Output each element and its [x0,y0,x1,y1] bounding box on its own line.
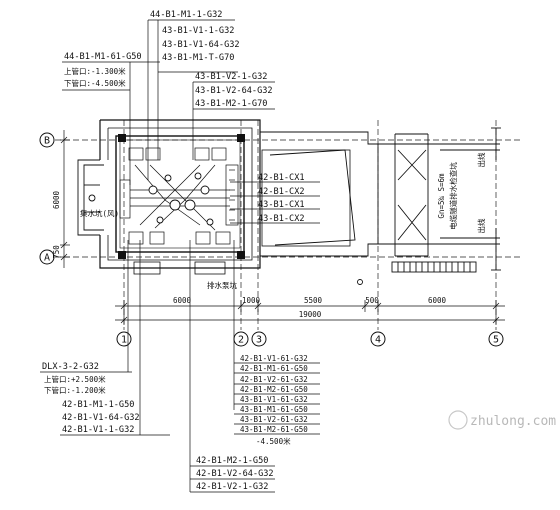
label-42-b1-v2-64: 42-B1-V2-64-G32 [196,469,274,479]
label-44-b1-m1-1: 44-B1-M1-1-G32 [150,10,222,20]
label-43-b1-m1-t: 43-B1-M1-T-G70 [162,53,234,63]
axis-letter-b: B [44,136,50,147]
axis-number-2: 2 [238,335,244,346]
horizontal-dimensions [115,300,505,325]
label-43-b1-v2-1: 43-B1-V2-1-G32 [195,72,267,82]
bottom-center-leaders [233,240,320,435]
watermark-text: zhulong.com [470,414,556,429]
top-label-group-1: 44-B1-M1-1-G32 43-B1-V1-1-G32 43-B1-V1-6… [150,10,240,63]
dim-1000: 1000 [242,296,261,305]
cable-tunnel [260,127,501,285]
outlet-label-top: 出线 [476,152,486,167]
label-42-b1-cx2: 42-B1-CX2 [258,187,305,197]
axis-bubble-b [39,132,55,148]
axis-number-3: 3 [256,335,262,346]
dim-total-19000: 19000 [299,310,322,319]
label-43-b1-v1-64: 43-B1-V1-64-G32 [162,40,240,50]
label-43-b1-v1-61: 43-B1-V1-61-G32 [240,395,308,404]
top-label-group-2: 43-B1-V2-1-G32 43-B1-V2-64-G32 43-B1-M2-… [195,72,273,109]
top-label-group-3: 44-B1-M1-61-G50 上管口:-1.300米 下管口:-4.500米 [64,52,142,88]
bottom-left-list: 42-B1-M1-1-G50 42-B1-V1-64-G32 42-B1-V1-… [62,400,140,435]
label-43-b1-v1-1: 43-B1-V1-1-G32 [162,26,234,36]
cable-nodes [148,172,214,226]
dim-6000-b: 6000 [428,296,447,305]
dim-5500: 5500 [304,296,323,305]
label-bottom-elevation: -4.500米 [256,436,291,446]
bottom-bottom-list: 42-B1-M2-1-G50 42-B1-V2-64-G32 42-B1-V2-… [196,456,274,492]
label-43-b1-cx1: 43-B1-CX1 [258,200,305,210]
left-annex [77,159,104,236]
label-dlx-upper: 上管口:+2.500米 [44,374,106,384]
label-44-b1-m1-61: 44-B1-M1-61-G50 [64,52,142,62]
label-43-b1-v2-61: 43-B1-V2-61-G32 [240,415,308,424]
label-42-b1-m1-61: 42-B1-M1-61-G50 [240,364,308,373]
label-42-b1-m1-1: 42-B1-M1-1-G50 [62,400,134,410]
label-42-b1-v2-1: 42-B1-V2-1-G32 [196,482,268,492]
culvert-sub-label: 电缆隧道排水检查坑 [448,162,458,230]
pump-pit [133,261,226,275]
annex-room-label: 集水坑(风) [80,208,119,218]
axis-letter-a: A [44,253,50,264]
outlet-label-bottom: 出线 [476,218,486,233]
label-43-b1-cx2: 43-B1-CX2 [258,214,305,224]
axis-number-1: 1 [121,335,127,346]
axis-bubble-5 [488,331,504,347]
bottom-bottom-leaders [189,240,275,493]
axis-number-4: 4 [375,335,381,346]
label-42-b1-m2-1: 42-B1-M2-1-G50 [196,456,268,466]
axis-bubble-4 [370,331,386,347]
structural-columns [118,134,245,259]
label-43-b1-m1-61: 43-B1-M1-61-G50 [240,405,308,414]
dim-750-vertical: 750 [52,245,61,259]
watermark: zhulong.com [448,410,556,430]
right-labels: 42-B1-CX1 42-B1-CX2 43-B1-CX1 43-B1-CX2 [258,173,305,224]
pump-pit-label: 排水泵坑 [207,280,237,290]
axis-bubble-1 [116,331,132,347]
dim-6000-a: 6000 [173,296,192,305]
label-42-b1-v1-61: 42-B1-V1-61-G32 [240,354,308,363]
label-42-b1-cx1: 42-B1-CX1 [258,173,305,183]
right-leader-lines [230,181,320,224]
label-dlx-lower: 下管口:-1.200米 [44,385,106,395]
room-equipment [119,147,239,245]
label-42-b1-v1-1: 42-B1-V1-1-G32 [62,425,134,435]
label-43-b1-m2-61: 43-B1-M2-61-G50 [240,425,308,434]
grid-bubbles: B A 1 2 3 4 5 [39,132,504,347]
axis-bubble-a [39,249,55,265]
top-leader-lines [62,19,275,185]
label-42-b1-v1-64: 42-B1-V1-64-G32 [62,413,140,423]
label-43-b1-m2-1: 43-B1-M2-1-G70 [195,99,267,109]
watermark-logo-icon [448,410,468,430]
bottom-center-list: 42-B1-V1-61-G32 42-B1-M1-61-G50 42-B1-V2… [240,354,308,446]
axis-bubble-3 [251,331,267,347]
label-lower-pipe-mouth: 下管口:-4.500米 [64,78,126,88]
culvert-slope-label: Gn=5‰ S=6m [437,173,446,219]
axis-number-5: 5 [493,335,499,346]
label-43-b1-v2-64: 43-B1-V2-64-G32 [195,86,273,96]
label-dlx-3-2: DLX-3-2-G32 [42,362,99,372]
bottom-left-leaders [40,240,170,436]
label-42-b1-v2-61: 42-B1-V2-61-G32 [240,375,308,384]
label-42-b1-m2-61: 42-B1-M2-61-G50 [240,385,308,394]
vertical-dimension [60,130,70,268]
dim-6000-vertical: 6000 [52,190,61,209]
label-upper-pipe-mouth: 上管口:-1.300米 [64,66,126,76]
dim-500: 500 [365,296,379,305]
